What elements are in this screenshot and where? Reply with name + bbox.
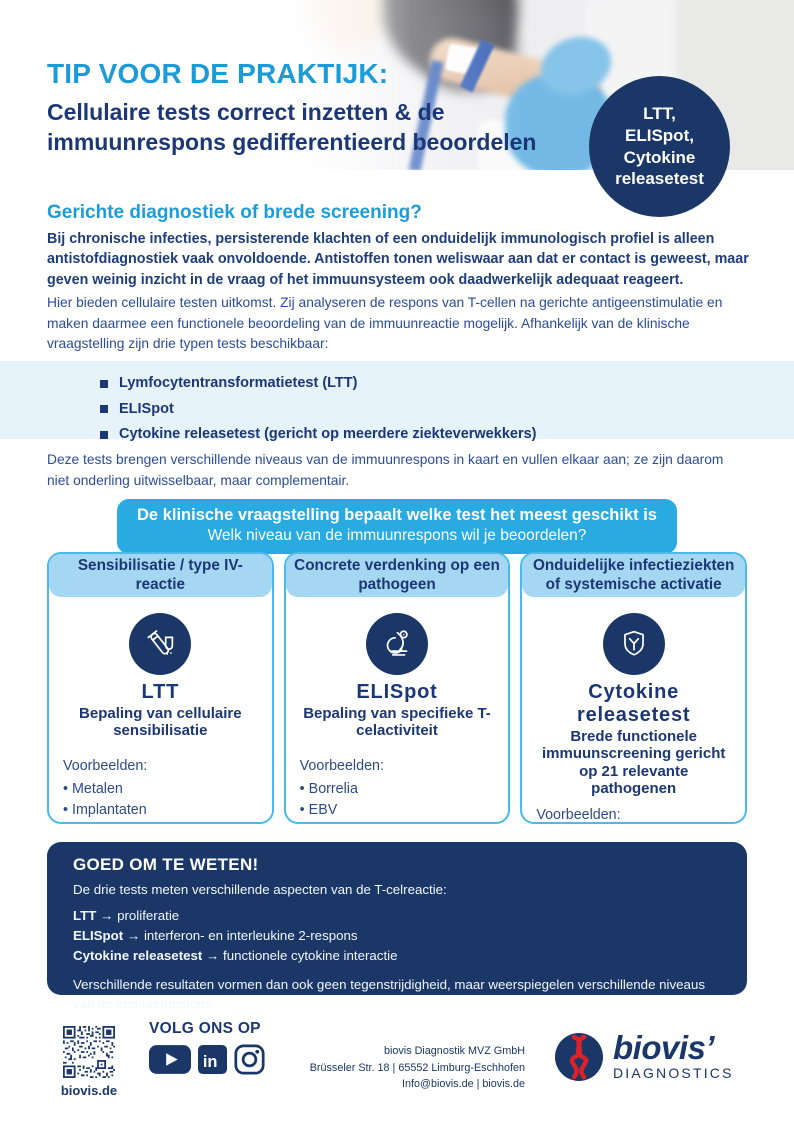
linkedin-icon[interactable]: in — [198, 1045, 227, 1074]
badge-line: releasetest — [615, 169, 704, 189]
card-cytokine: Onduidelijke infectieziekten of systemis… — [520, 552, 748, 824]
card-subtitle: Brede functionele immuunscreening gerich… — [541, 728, 726, 797]
info-box-intro: De drie tests meten verschillende aspect… — [73, 882, 447, 897]
info-box-heading: GOED OM TE WETEN! — [73, 855, 259, 874]
arrow-icon: → — [126, 927, 141, 943]
examples-block: Voorbeelden: Metalen Implantaten Reactie… — [63, 756, 258, 823]
example-item: Metalen — [63, 779, 258, 800]
card-ltt: Sensibilisatie / type IV-reactie — [47, 552, 274, 824]
card-title: Cytokine releasetest — [577, 681, 691, 726]
info-box-outro: Verschillende resultaten vormen dan ook … — [73, 976, 705, 1012]
example-item: Borrelia — [300, 779, 495, 800]
biovis-logo: biovis’ DIAGNOSTICS — [553, 1031, 734, 1083]
youtube-icon[interactable] — [149, 1045, 191, 1074]
company-address: biovis Diagnostik MVZ GmbH Brüsseler Str… — [278, 1043, 525, 1093]
info-item: ELISpot → interferon- en interleukine 2-… — [73, 927, 358, 943]
address-line[interactable]: Info@biovis.de | biovis.de — [402, 1078, 525, 1091]
examples-block: Voorbeelden: Borrelia EBV CMV — [299, 756, 495, 823]
info-item: LTT → proliferatie — [73, 908, 180, 923]
question-banner: De klinische vraagstelling bepaalt welke… — [117, 499, 677, 554]
card-title: ELISpot — [356, 681, 438, 703]
page-title-line2: immuunrespons gedifferentieerd beoordele… — [47, 129, 537, 156]
info-item: Cytokine releasetest → functionele cytok… — [73, 947, 398, 963]
examples-label: Voorbeelden: — [536, 807, 621, 823]
examples-label: Voorbeelden: — [299, 757, 384, 774]
qr-code[interactable] — [63, 1026, 115, 1078]
tests-badge: LTT, ELISpot, Cytokine releasetest — [589, 76, 730, 217]
card-header: Onduidelijke infectieziekten of systemis… — [522, 554, 746, 597]
square-bullet-icon — [100, 430, 108, 439]
badge-line: Cytokine — [623, 147, 696, 167]
list-item: Lymfocytentransformatietest (LTT) — [100, 371, 794, 397]
dna-helix-icon — [555, 1033, 603, 1081]
logo-wordmark: biovis’ — [613, 1029, 715, 1066]
test-tube-icon — [129, 613, 192, 675]
instagram-icon[interactable] — [234, 1044, 265, 1075]
example-item: CMV — [300, 822, 495, 823]
list-item: Cytokine releasetest (gericht op meerder… — [100, 422, 794, 448]
card-subtitle: Bepaling van specifieke T-celactiviteit — [303, 705, 491, 740]
page-title: Cellulaire tests correct inzetten & de i… — [47, 97, 536, 158]
microscope-icon — [366, 613, 428, 675]
card-elispot: Concrete verdenking op een pathogeen ELI… — [283, 552, 511, 824]
social-icons: in — [149, 1044, 265, 1075]
badge-line: LTT, — [643, 104, 676, 123]
intro-paragraph: Hier bieden cellulaire testen uitkomst. … — [47, 295, 723, 352]
arrow-icon: → — [100, 908, 114, 923]
good-to-know-box: GOED OM TE WETEN! De drie tests meten ve… — [47, 842, 747, 1011]
qr-label-link[interactable]: biovis.de — [60, 1083, 118, 1098]
example-item: Reacties op medicatie — [63, 822, 258, 823]
page-kicker: TIP VOOR DE PRAKTIJK: — [47, 58, 389, 89]
examples-label: Voorbeelden: — [63, 757, 148, 774]
arrow-icon: → — [206, 947, 220, 963]
shield-antibody-icon — [602, 613, 665, 675]
banner-line1: De klinische vraagstelling bepaalt welke… — [137, 506, 657, 524]
examples-block: Voorbeelden: Onduidelijke infectieuze pr… — [536, 805, 731, 823]
complement-paragraph: Deze tests brengen verschillende niveaus… — [47, 452, 724, 488]
svg-text:in: in — [203, 1053, 218, 1071]
example-item: EBV — [300, 800, 495, 821]
follow-us-label: VOLG ONS OP — [149, 1020, 261, 1037]
logo-tagline: DIAGNOSTICS — [613, 1065, 734, 1081]
example-item: Implantaten — [63, 800, 258, 821]
card-subtitle: Bepaling van cellulaire sensibilisatie — [79, 705, 242, 740]
address-line: Brüsseler Str. 18 | 65552 Limburg-Eschho… — [309, 1061, 525, 1074]
square-bullet-icon — [100, 405, 108, 414]
page-title-line1: Cellulaire tests correct inzetten & de — [47, 99, 445, 125]
square-bullet-icon — [100, 379, 108, 388]
lead-paragraph: Bij chronische infecties, persisterende … — [47, 231, 749, 288]
card-title: LTT — [141, 681, 180, 703]
test-cards-row: Sensibilisatie / type IV-reactie — [47, 552, 748, 824]
banner-line2: Welk niveau van de immuunrespons wil je … — [207, 527, 587, 545]
test-list-box: Lymfocytentransformatietest (LTT) ELISpo… — [0, 361, 794, 442]
badge-line: ELISpot, — [625, 125, 694, 145]
list-item: ELISpot — [100, 397, 794, 423]
section-heading: Gerichte diagnostiek of brede screening? — [47, 202, 422, 223]
address-line: biovis Diagnostik MVZ GmbH — [384, 1045, 525, 1057]
card-header: Concrete verdenking op een pathogeen — [285, 554, 509, 597]
card-header: Sensibilisatie / type IV-reactie — [49, 554, 272, 597]
